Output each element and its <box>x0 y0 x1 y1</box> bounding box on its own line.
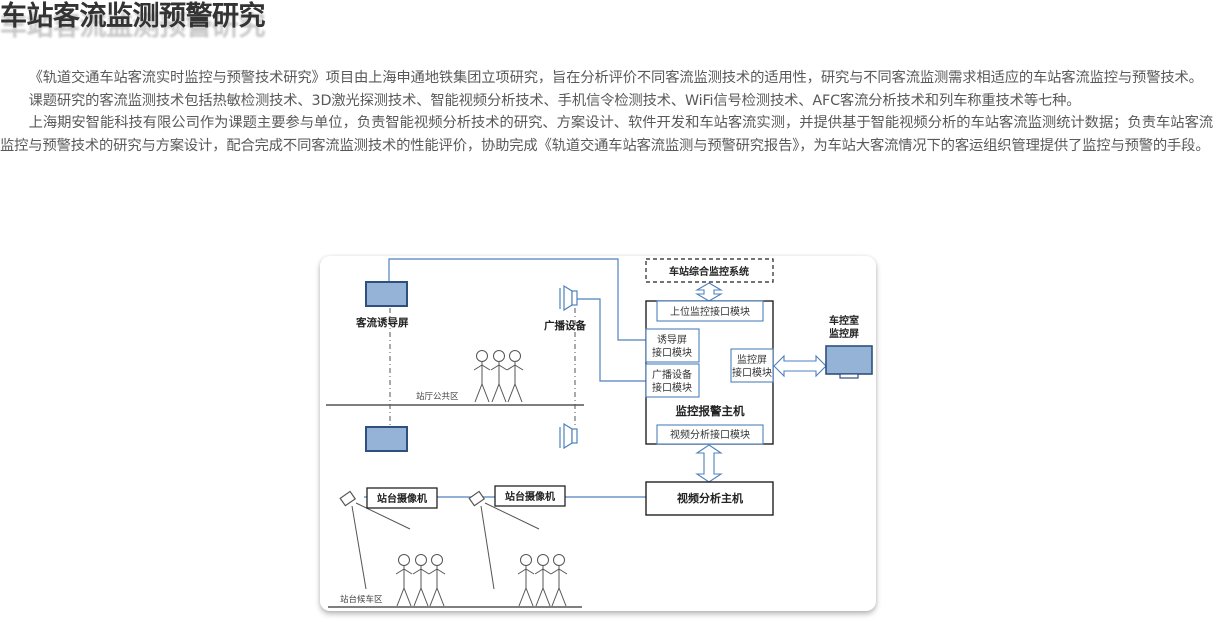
article-paragraph: 上海期安智能科技有限公司作为课题主要参与单位，负责智能视频分析技术的研究、方案设… <box>0 115 1213 154</box>
camera-icon <box>339 490 411 590</box>
hall-area-label: 站厅公共区 <box>416 391 459 402</box>
article-paragraph: 课题研究的客流监测技术包括热敏检测技术、3D激光探测技术、智能视频分析技术、手机… <box>28 92 1081 109</box>
guidance-interface-label-2: 接口模块 <box>652 346 692 359</box>
double-arrow-icon <box>773 354 827 378</box>
system-diagram-figure: 站厅公共区 客流诱导屏 广播设备 车站综合监控系统 <box>320 256 876 611</box>
article-body: 《轨道交通车站客流实时监控与预警技术研究》项目由上海申通地铁集团立项研究，旨在分… <box>0 67 1213 157</box>
broadcast-interface-label-1: 广播设备 <box>652 368 692 381</box>
speaker-icon <box>559 284 578 312</box>
upper-interface-module <box>656 300 764 322</box>
platform-camera-box <box>366 487 438 509</box>
speaker-icon <box>559 422 578 450</box>
passenger-group-icon <box>473 350 524 403</box>
double-arrow-icon <box>694 282 724 302</box>
platform-camera-label: 站台摄像机 <box>505 490 555 503</box>
station-system-box <box>645 258 774 283</box>
upper-interface-label: 上位监控接口模块 <box>670 305 750 318</box>
passenger-group-icon <box>517 554 568 607</box>
platform-area-label: 站台候车区 <box>340 594 383 605</box>
video-interface-module <box>656 424 764 445</box>
video-host-box <box>645 481 774 516</box>
platform-camera-box <box>494 485 566 507</box>
passenger-group-icon <box>395 554 446 607</box>
broadcast-device-label: 广播设备 <box>544 319 586 332</box>
video-interface-label: 视频分析接口模块 <box>670 428 750 441</box>
broadcast-interface-module <box>645 363 700 398</box>
station-system-label: 车站综合监控系统 <box>669 265 749 278</box>
alarm-host-label: 监控报警主机 <box>676 404 745 418</box>
guidance-interface-module <box>645 328 700 363</box>
monitor-interface-module <box>730 348 774 383</box>
control-room-label-2: 监控屏 <box>829 327 859 340</box>
camera-icon <box>468 490 540 590</box>
guidance-screen-label: 客流诱导屏 <box>355 316 409 329</box>
guidance-screen-icon <box>365 426 408 452</box>
dashdot-guides <box>389 308 576 426</box>
monitor-icon <box>825 345 873 379</box>
guidance-interface-label-1: 诱导屏 <box>657 333 687 346</box>
page-title: 车站客流监测预警研究 <box>0 1 266 32</box>
monitor-interface-label-2: 接口模块 <box>732 366 772 379</box>
control-room-label-1: 车控室 <box>829 314 859 327</box>
guidance-screen-icon <box>365 281 408 307</box>
double-arrow-icon <box>695 444 723 483</box>
system-diagram: 站厅公共区 客流诱导屏 广播设备 车站综合监控系统 <box>326 258 873 608</box>
video-host-label: 视频分析主机 <box>677 491 743 505</box>
article-paragraph: 《轨道交通车站客流实时监控与预警技术研究》项目由上海申通地铁集团立项研究，旨在分… <box>28 70 1203 86</box>
platform-camera-label: 站台摄像机 <box>377 492 427 505</box>
monitor-interface-label-1: 监控屏 <box>737 353 767 366</box>
broadcast-interface-label-2: 接口模块 <box>652 381 692 394</box>
